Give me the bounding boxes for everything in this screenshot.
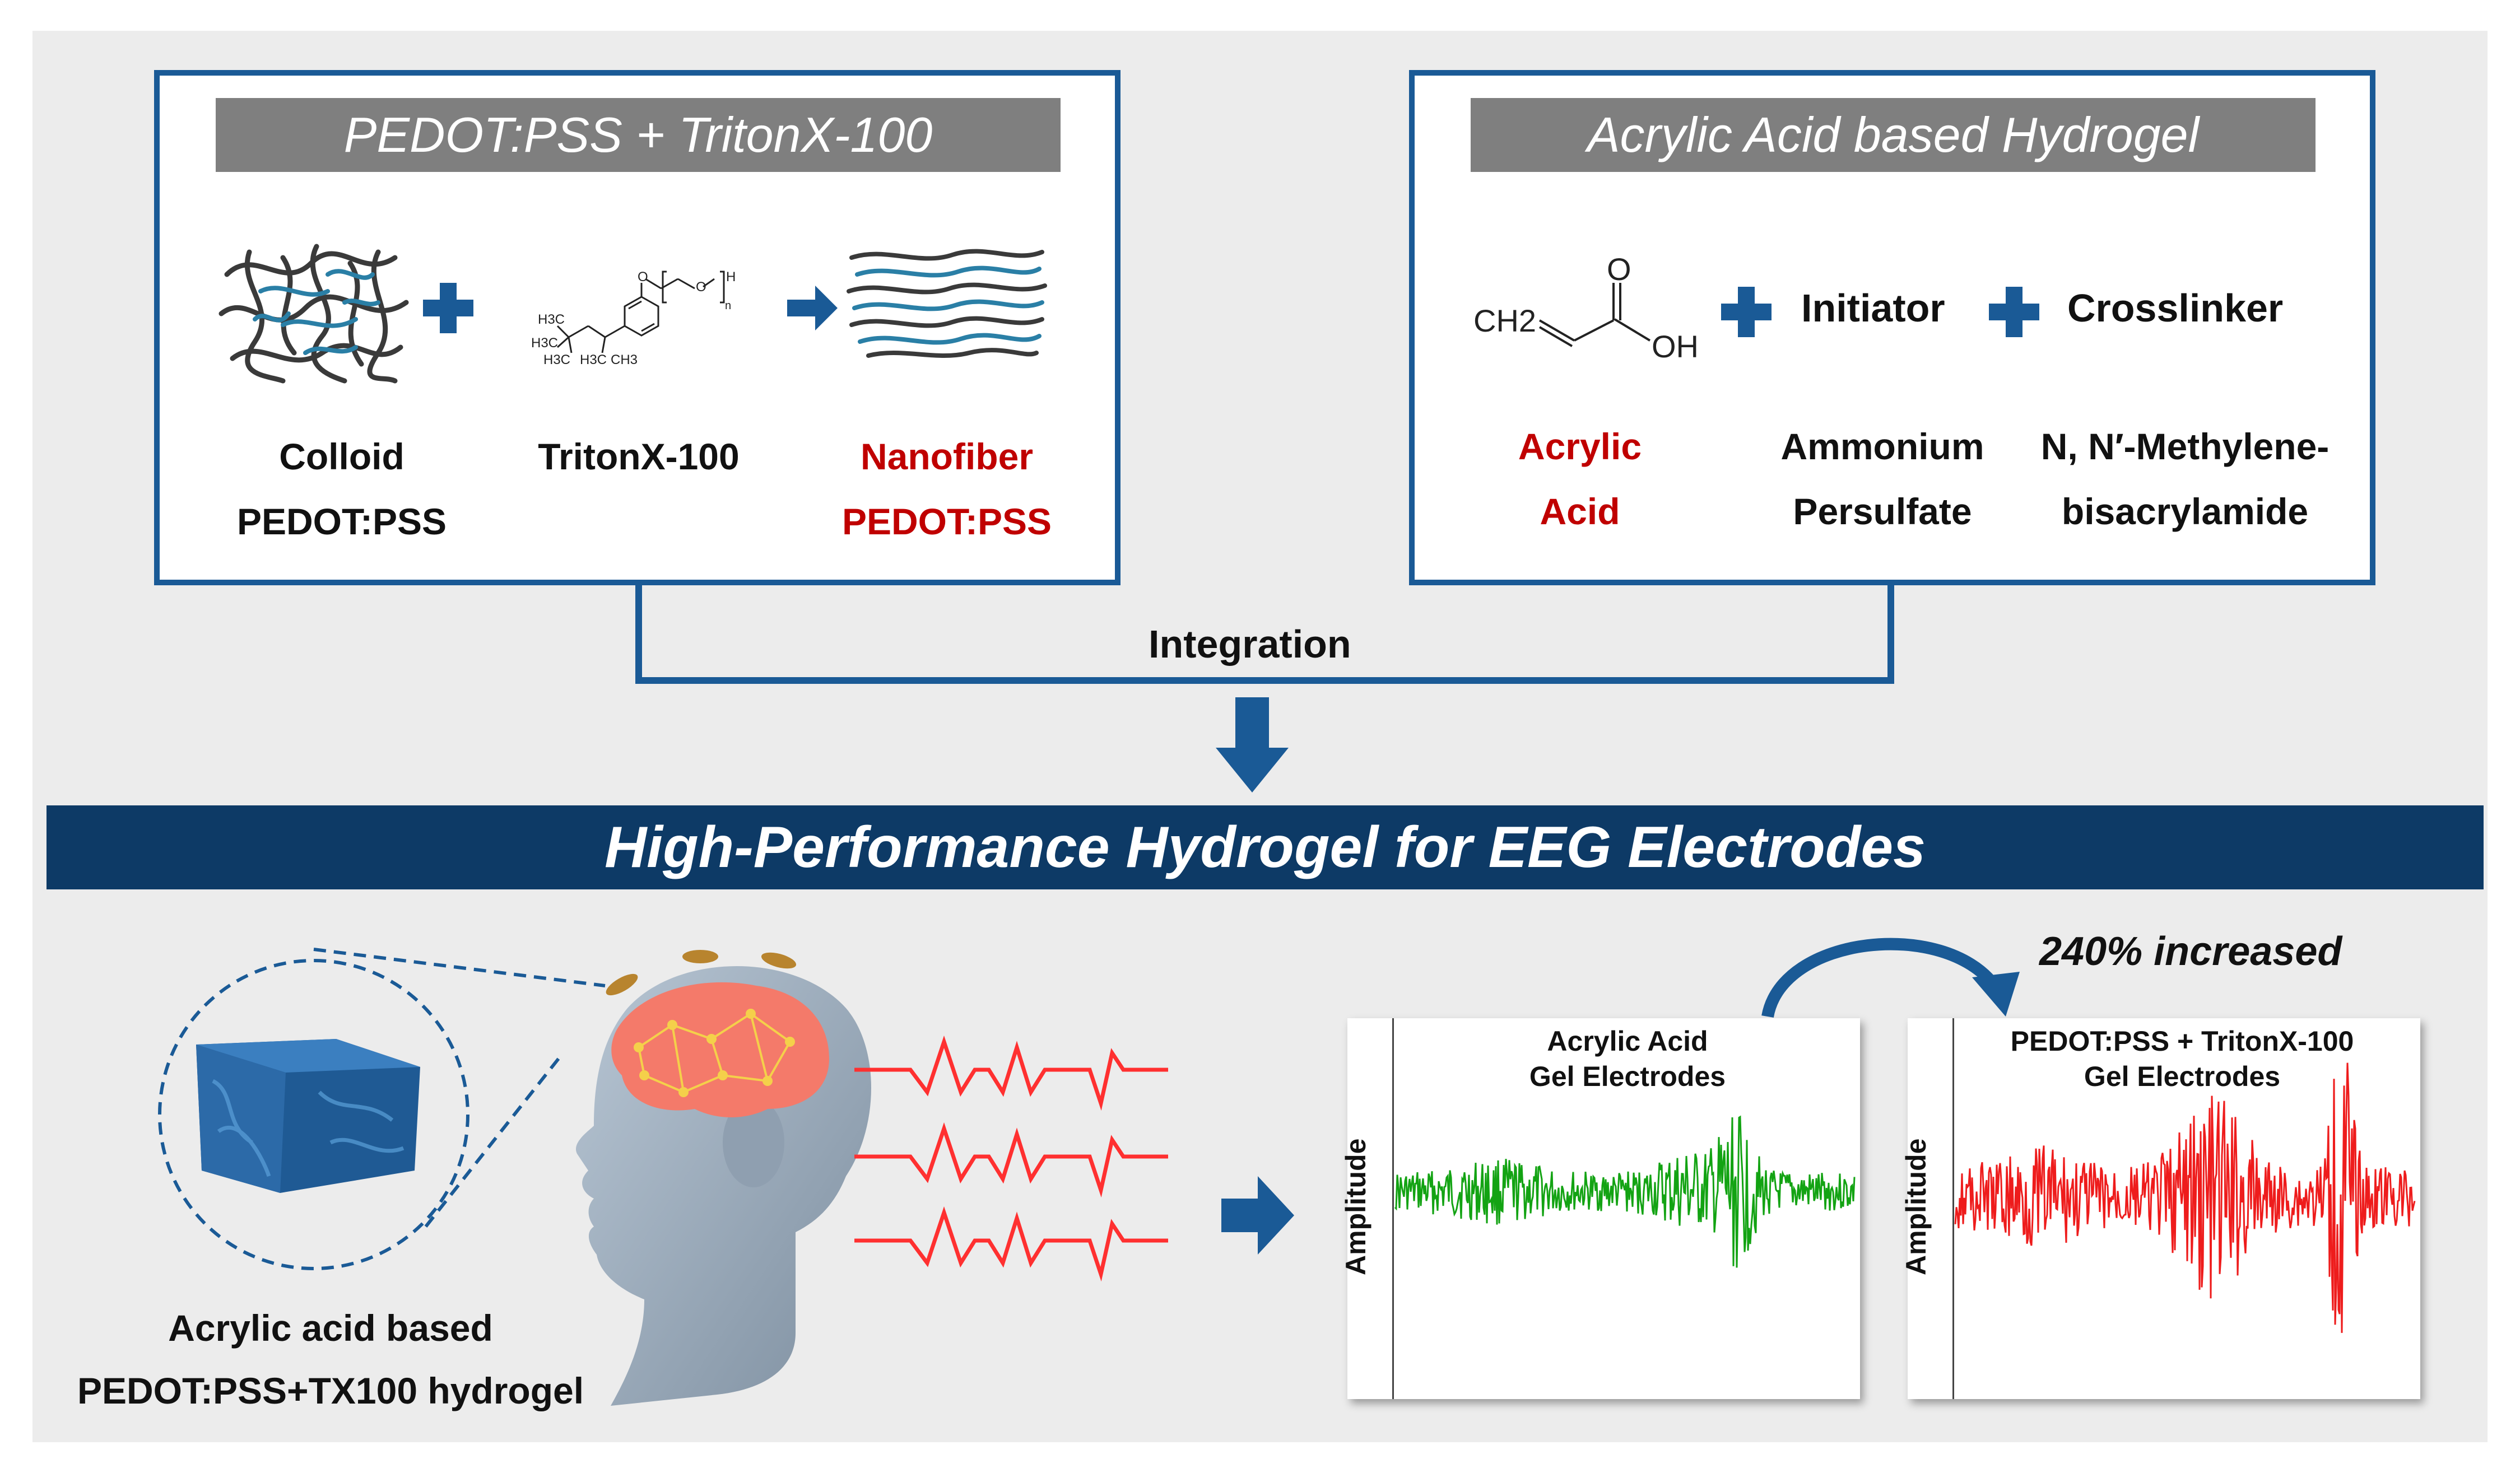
repeat-n-label: n [725,300,731,312]
plus-icon [423,283,473,333]
y-axis-label: Amplitude [1900,1138,1932,1275]
ch2-label: CH2 [1473,303,1536,338]
ammonium-persulfate-label: Ammonium Persulfate [1754,414,2011,544]
eeg-trace-red [1954,1062,2416,1333]
colloid-line1: Colloid [279,436,404,477]
oxygen-label: O [1607,251,1631,287]
methyl-label: CH3 [611,352,638,367]
hydrogel-caption: Acrylic acid based PEDOT:PSS+TX100 hydro… [67,1297,594,1422]
ammonium-line2: Persulfate [1793,490,1972,532]
hydrogel-box-title: Acrylic Acid based Hydrogel [1471,98,2316,172]
acrylic-acid-label: Acrylic Acid [1451,414,1709,544]
y-axis-label: Amplitude [1340,1138,1371,1275]
arrow-down-icon [1216,697,1289,793]
colloid-label: Colloid PEDOT:PSS [207,425,476,554]
chart-title-line1: PEDOT:PSS + TritonX-100 [2010,1025,2354,1057]
eeg-waves [854,1035,1168,1282]
chart-title-line2: Gel Electrodes [1529,1060,1726,1092]
integration-label: Integration [1149,622,1351,666]
hydrogel-caption-line2: PEDOT:PSS+TX100 hydrogel [77,1370,584,1412]
chart-acrylic-acid: Acrylic Acid Gel Electrodes Amplitude [1340,1018,1860,1399]
acrylic-acid-molecule: CH2 O OH [1473,251,1699,364]
oxygen-label: O [696,279,706,295]
nanofiber-illustration [847,249,1047,358]
nanofiber-label: Nanofiber PEDOT:PSS [812,425,1081,554]
crosslinker-label: Crosslinker [2067,286,2284,330]
integration-connector [635,585,1894,684]
initiator-label: Initiator [1801,286,1945,330]
pedot-box: PEDOT:PSS + TritonX-100 [154,70,1120,585]
y-axis-line [1952,1018,1954,1399]
mba-label: N, N′-Methylene- bisacrylamide [2028,414,2342,544]
arrow-right-icon [787,286,838,330]
y-axis-line [1392,1018,1394,1399]
hydrogen-label: H [726,269,736,285]
ammonium-line1: Ammonium [1780,426,1984,467]
hydrogel-box: Acrylic Acid based Hydrogel [1409,70,2375,585]
increase-arc-arrow [1761,938,2020,1018]
chart-title: Acrylic Acid Gel Electrodes [1398,1024,1857,1094]
hydrogel-cube-inset [158,959,469,1270]
mba-line1: N, N′-Methylene- [2040,426,2330,467]
chart-pedot-tritonx: PEDOT:PSS + TritonX-100 Gel Electrodes A… [1900,1018,2420,1399]
head-illustration [575,950,871,1406]
hydrogel-caption-line1: Acrylic acid based [168,1307,493,1349]
arrow-right-icon [1221,1176,1294,1255]
chart-title-line2: Gel Electrodes [2084,1060,2281,1092]
nanofiber-line2: PEDOT:PSS [841,500,1052,542]
hydroxyl-label: OH [1652,329,1699,364]
tritonx-molecule: O O H n H3C H3C H3C H3C CH3 [531,269,736,367]
tritonx-line1: TritonX-100 [538,436,740,477]
acrylic-line2: Acid [1540,490,1620,532]
mba-line2: bisacrylamide [2061,490,2309,532]
methyl-label: H3C [531,335,558,351]
methyl-label: H3C [538,312,565,327]
eeg-trace-green [1394,1115,1856,1268]
nanofiber-line1: Nanofiber [860,436,1034,477]
colloid-illustration [218,244,409,384]
chart-title-line1: Acrylic Acid [1547,1025,1708,1057]
increase-label: 240% increased [2039,929,2342,974]
colloid-line2: PEDOT:PSS [236,500,447,542]
title-banner: High-Performance Hydrogel for EEG Electr… [47,805,2484,889]
acrylic-line1: Acrylic [1518,426,1642,467]
plus-icon [1989,287,2039,337]
oxygen-label: O [638,269,648,285]
pedot-box-title: PEDOT:PSS + TritonX-100 [216,98,1061,172]
chart-title: PEDOT:PSS + TritonX-100 Gel Electrodes [1958,1024,2406,1094]
methyl-label: H3C [543,352,570,367]
methyl-label: H3C [580,352,607,367]
tritonx-label: TritonX-100 [504,425,773,490]
plus-icon [1721,287,1772,337]
